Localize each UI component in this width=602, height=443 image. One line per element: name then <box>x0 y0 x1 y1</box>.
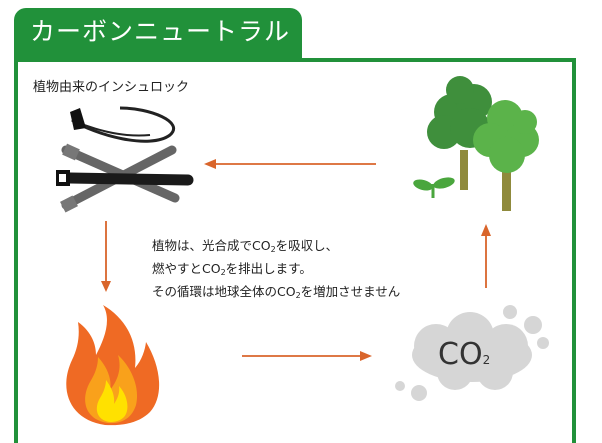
description-line-1: 植物は、光合成でCO2を吸収し、 <box>152 238 339 254</box>
co2-cloud-icon <box>395 305 549 401</box>
description-line-2: 燃やすとCO2を排出します。 <box>152 261 312 277</box>
trees-icon <box>427 76 539 211</box>
sprout-icon <box>413 177 455 198</box>
page-title: カーボンニュートラル <box>30 17 291 46</box>
co2-label: CO2 <box>438 337 491 372</box>
cycle-description: 植物は、光合成でCO2を吸収し、 燃やすとCO2を排出します。 その循環は地球全… <box>152 236 400 305</box>
product-label: 植物由来のインシュロック <box>33 80 190 95</box>
fire-icon <box>66 305 160 426</box>
title-tab <box>14 8 302 60</box>
cable-tie-icon <box>56 106 194 213</box>
cycle-arrows <box>101 159 491 361</box>
description-line-3: その循環は地球全体のCO2を増加させません <box>152 284 401 300</box>
